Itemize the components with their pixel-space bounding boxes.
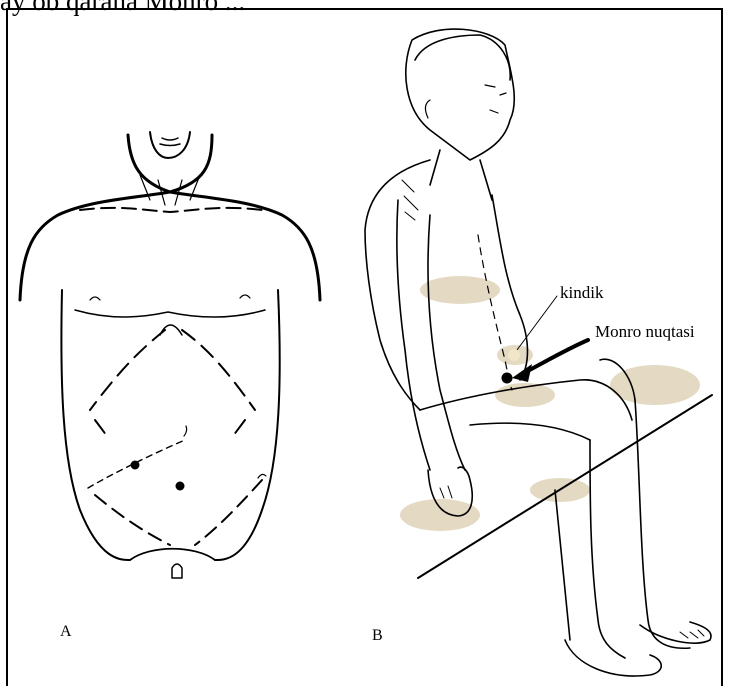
marker-point-medial (176, 482, 185, 491)
panel-b-label: B (372, 627, 383, 644)
marker-point-lateral (131, 461, 140, 470)
panel-a-label: A (60, 623, 72, 640)
monro-point-label: Monro nuqtasi (595, 322, 695, 341)
navel-label: kindik (560, 283, 604, 302)
torso-front-drawing (20, 132, 320, 578)
monro-point-marker (502, 373, 513, 384)
navel-marker (508, 349, 520, 361)
seated-figure-drawing (365, 29, 712, 676)
